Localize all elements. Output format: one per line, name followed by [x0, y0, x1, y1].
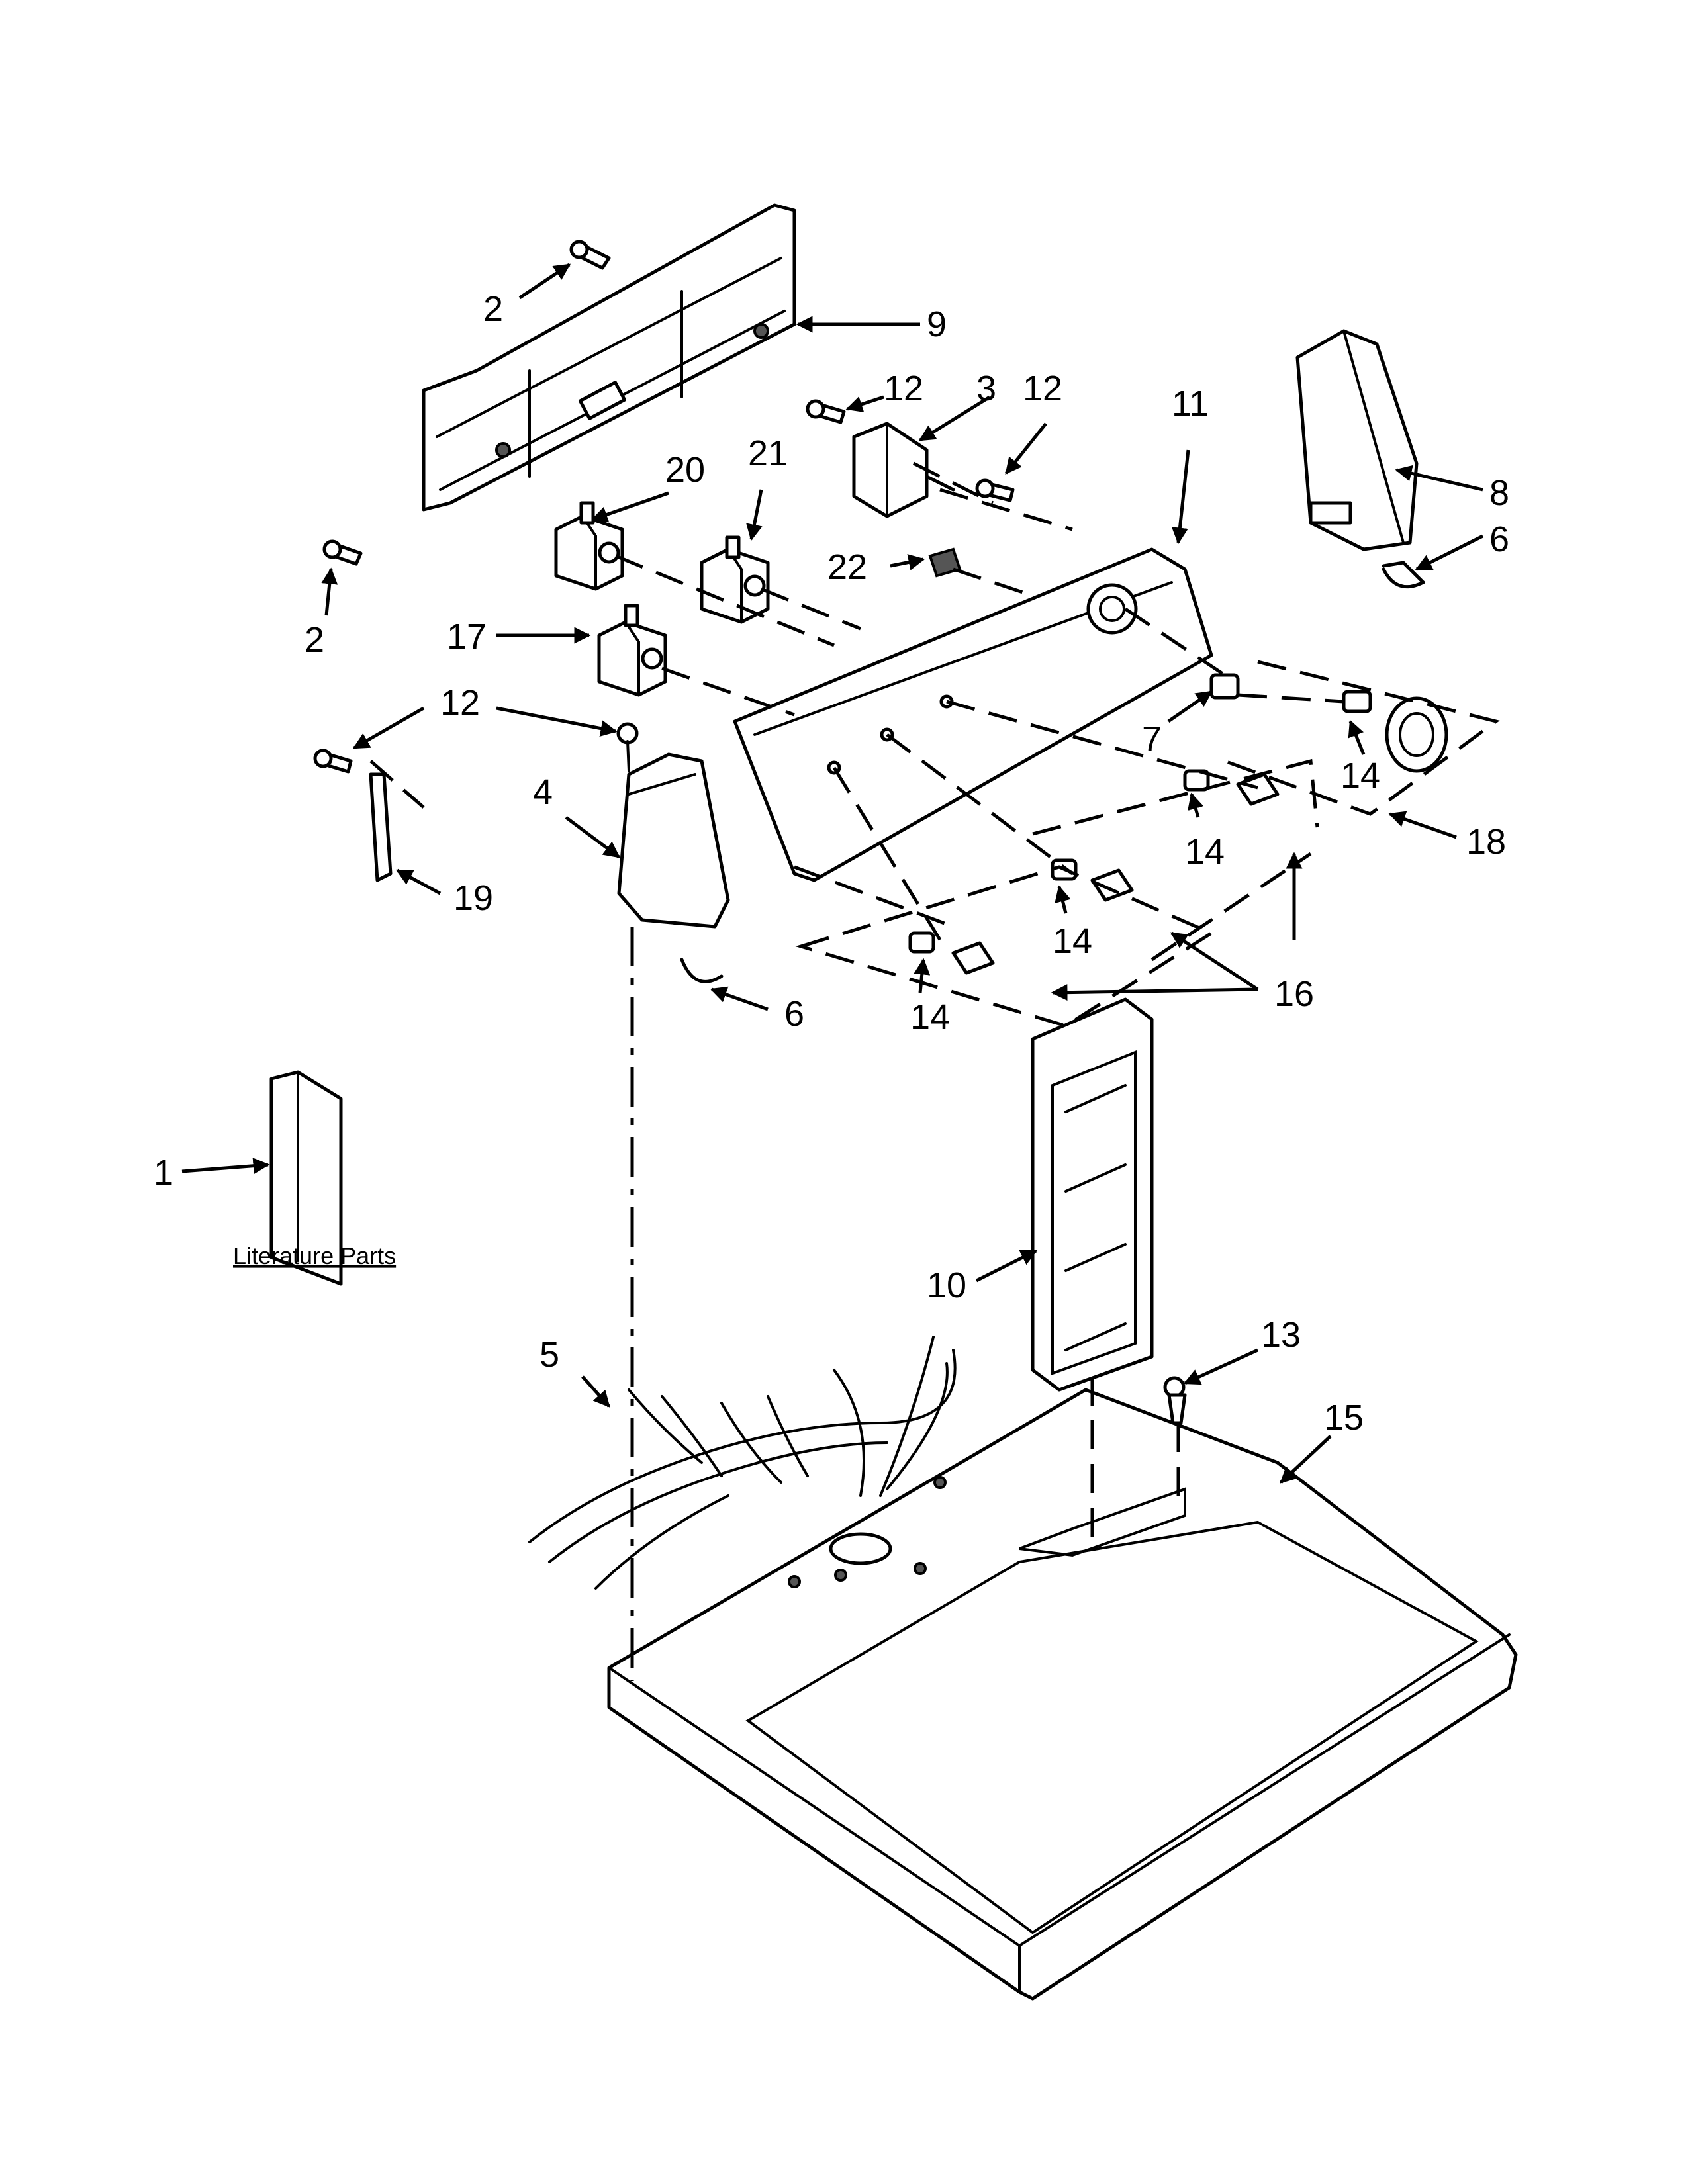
callout-2: 2 [483, 289, 503, 329]
callout-12: 12 [884, 369, 923, 408]
callout-7: 7 [1142, 719, 1162, 759]
callout-21: 21 [748, 433, 788, 473]
screw-icon [1163, 1376, 1187, 1425]
callout-12: 12 [1023, 369, 1062, 408]
callout-18: 18 [1466, 822, 1506, 862]
callout-20: 20 [665, 450, 705, 490]
callout-13: 13 [1261, 1315, 1301, 1355]
callout-17: 17 [447, 617, 487, 657]
callout-5: 5 [539, 1335, 559, 1375]
callout-22: 22 [827, 547, 867, 587]
literature-parts-caption: Literature Parts [233, 1242, 396, 1269]
console [733, 547, 1213, 882]
callout-6: 6 [1489, 520, 1509, 559]
back-panel [422, 203, 796, 512]
switch-21 [700, 535, 770, 624]
callout-12: 12 [440, 683, 480, 723]
literature-booklet [269, 1070, 343, 1286]
end-cap-left [617, 752, 730, 929]
leader-arrows [181, 263, 1484, 1484]
screw-icon [569, 240, 611, 270]
clip-6 [680, 958, 724, 983]
knob-14 [908, 931, 995, 975]
knob-14 [1183, 769, 1280, 806]
lint-screen [1031, 997, 1154, 1392]
screw-icon [322, 539, 363, 566]
switch-20 [554, 501, 624, 591]
callout-14: 14 [1185, 832, 1225, 872]
callout-labels: 2 9 12 3 12 11 8 6 20 21 22 2 17 12 4 7 … [154, 289, 1509, 1437]
knob-14 [1051, 858, 1134, 902]
end-cap-right [1295, 329, 1419, 551]
screw-icon [616, 722, 639, 772]
callout-4: 4 [533, 772, 553, 812]
timer-module [852, 422, 955, 518]
explode-lines [369, 461, 1500, 1681]
callout-10: 10 [927, 1265, 966, 1305]
screw-icon [975, 478, 1015, 502]
bracket-19 [369, 772, 393, 882]
callout-8: 8 [1489, 473, 1509, 513]
callout-16: 16 [1274, 974, 1314, 1014]
callout-14: 14 [1340, 756, 1380, 796]
callout-14: 14 [910, 997, 950, 1037]
callout-14: 14 [1053, 921, 1092, 961]
switch-17 [597, 604, 667, 697]
wire-harness [528, 1336, 957, 1590]
screw-icon [313, 749, 353, 774]
screw-icon [806, 399, 846, 424]
callout-9: 9 [927, 304, 947, 344]
callout-2: 2 [305, 620, 324, 660]
callout-15: 15 [1324, 1398, 1364, 1437]
callout-6: 6 [784, 994, 804, 1034]
top-cover [607, 1388, 1518, 2001]
callout-1: 1 [154, 1153, 173, 1193]
clip-22 [928, 547, 962, 578]
callout-3: 3 [976, 369, 996, 408]
callout-11: 11 [1172, 384, 1209, 424]
bushing-7 [1209, 673, 1240, 700]
knob-18 [1342, 690, 1448, 773]
callout-19: 19 [453, 878, 493, 918]
clip-6 [1382, 561, 1425, 589]
